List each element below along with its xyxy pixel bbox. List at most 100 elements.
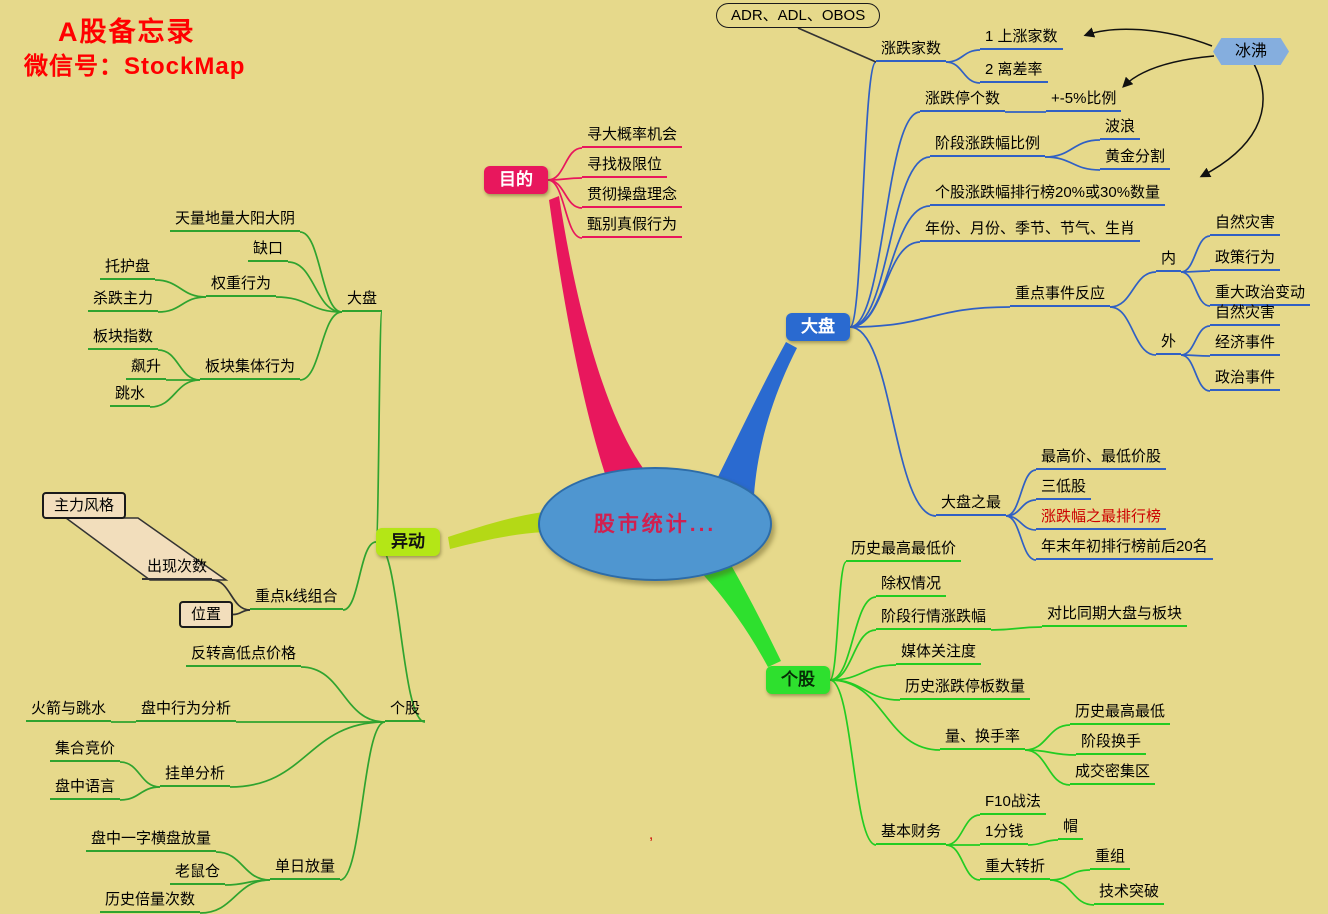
node-danri-fangliang[interactable]: 单日放量 xyxy=(270,856,341,880)
edge-jieduan-hangqing--duibi-tongqi xyxy=(990,626,1043,631)
node-chuquan[interactable]: 除权情况 xyxy=(876,573,947,597)
node-meiti[interactable]: 媒体关注度 xyxy=(896,641,982,665)
node-panzhong-yuyan[interactable]: 盘中语言 xyxy=(50,776,121,800)
node-xun-dagailv[interactable]: 寻大概率机会 xyxy=(582,124,683,148)
node-kxian-zuhe[interactable]: 重点k线组合 xyxy=(250,586,343,610)
node-quanzhong-xingwei[interactable]: 权重行为 xyxy=(206,273,277,297)
node-f10-zhanfa[interactable]: F10战法 xyxy=(980,791,1046,815)
node-topic-mudi[interactable]: 目的 xyxy=(484,166,548,194)
edge-guadan-fenxi--panzhong-yuyan xyxy=(119,786,161,801)
node-wai-zaihai[interactable]: 自然灾害 xyxy=(1210,302,1281,326)
node-guanche-caopan[interactable]: 贯彻操盘理念 xyxy=(582,184,683,208)
node-zhangdie-jiashu[interactable]: 涨跌家数 xyxy=(876,38,947,62)
node-chongzu[interactable]: 重组 xyxy=(1090,846,1131,870)
node-zdf-zhizui[interactable]: 涨跌幅之最排行榜 xyxy=(1036,506,1167,530)
edge-topic-dapan--shijian-fanying xyxy=(849,306,1011,328)
node-jieduan-hangqing[interactable]: 阶段行情涨跌幅 xyxy=(876,606,992,630)
node-mao[interactable]: 帽 xyxy=(1058,816,1084,840)
node-huojian-tiaoshui[interactable]: 火箭与跳水 xyxy=(26,698,112,722)
node-biaosheng[interactable]: 飙升 xyxy=(126,356,167,380)
node-chuxian-cishu[interactable]: 出现次数 xyxy=(142,556,213,580)
node-topic-dapan[interactable]: 大盘 xyxy=(786,313,850,341)
edge-adr-box--zhangdie-jiashu xyxy=(797,27,877,63)
edge-shijian-fanying--nei xyxy=(1109,271,1157,308)
edge-nei--nei-zaihai xyxy=(1180,235,1211,273)
node-chengjiao-miji[interactable]: 成交密集区 xyxy=(1070,761,1156,785)
edge-quanzhong-xingwei--tuohupan xyxy=(154,279,207,298)
node-fanzhuan[interactable]: 反转高低点价格 xyxy=(186,643,302,667)
edge-guadan-fenxi--jihe-jingjia xyxy=(119,761,161,788)
node-panzhong-xingwei[interactable]: 盘中行为分析 xyxy=(136,698,237,722)
node-laoshucang[interactable]: 老鼠仓 xyxy=(170,861,226,885)
edge-topic-mudi--zhenbie-zhenjia xyxy=(547,179,583,239)
node-bolang[interactable]: 波浪 xyxy=(1100,116,1141,140)
node-wai[interactable]: 外 xyxy=(1156,331,1182,355)
node-shadie-zhuli[interactable]: 杀跌主力 xyxy=(88,288,159,312)
node-lishi-gaodi-jia[interactable]: 历史最高最低价 xyxy=(846,538,962,562)
node-sandigu[interactable]: 三低股 xyxy=(1036,476,1092,500)
node-nei-zhengzhi[interactable]: 重大政治变动 xyxy=(1210,282,1311,306)
edge-topic-gegu--jiben-caiwu xyxy=(829,679,877,846)
node-topic-gegu[interactable]: 个股 xyxy=(766,666,830,694)
edge-bankuai-jiti--tiaoshui xyxy=(149,379,201,408)
node-liang-huanshou[interactable]: 量、换手率 xyxy=(940,726,1026,750)
node-tianliang[interactable]: 天量地量大阳大阴 xyxy=(170,208,301,232)
edge-yifenqian--mao xyxy=(1027,839,1059,846)
node-yifenqian[interactable]: 1分钱 xyxy=(980,821,1029,845)
node-yizi-hengpan[interactable]: 盘中一字横盘放量 xyxy=(86,828,217,852)
node-paihangbang[interactable]: 个股涨跌幅排行榜20%或30%数量 xyxy=(930,182,1166,206)
node-zhangdieting-geshu[interactable]: 涨跌停个数 xyxy=(920,88,1006,112)
node-quekou[interactable]: 缺口 xyxy=(248,238,289,262)
node-topic-yidong[interactable]: 异动 xyxy=(376,528,440,556)
node-yd-dapan[interactable]: 大盘 xyxy=(342,288,383,312)
node-nei-zhengce[interactable]: 政策行为 xyxy=(1210,247,1281,271)
node-weizhi[interactable]: 位置 xyxy=(179,601,234,628)
node-tiaoshui[interactable]: 跳水 xyxy=(110,383,151,407)
node-shangzhang-jiashu[interactable]: 1 上涨家数 xyxy=(980,26,1063,50)
node-adr-box[interactable]: ADR、ADL、OBOS xyxy=(716,3,881,28)
node-bankuai-zhishu[interactable]: 板块指数 xyxy=(88,326,159,350)
node-jieduan-zdf-bili[interactable]: 阶段涨跌幅比例 xyxy=(930,133,1046,157)
edge-liang-huanshou--chengjiao-miji xyxy=(1024,749,1071,786)
node-nei-zaihai[interactable]: 自然灾害 xyxy=(1210,212,1281,236)
node-wai-jingji[interactable]: 经济事件 xyxy=(1210,332,1281,356)
edge-topic-gegu--chuquan xyxy=(829,596,877,681)
node-wufenbi-bili[interactable]: +-5%比例 xyxy=(1046,88,1122,112)
node-zhenbie-zhenjia[interactable]: 甄别真假行为 xyxy=(582,214,683,238)
node-guadan-fenxi[interactable]: 挂单分析 xyxy=(160,763,231,787)
bingfei-arrow-1 xyxy=(1083,27,1213,47)
node-bingfei[interactable]: 冰沸 xyxy=(1213,38,1290,65)
node-dapan-zhizui[interactable]: 大盘之最 xyxy=(936,492,1007,516)
node-zuigao-zuidi[interactable]: 最高价、最低价股 xyxy=(1036,446,1167,470)
node-nei[interactable]: 内 xyxy=(1156,248,1182,272)
branch-dapan xyxy=(716,342,797,495)
edge-topic-dapan--nianfen xyxy=(849,241,921,328)
node-zhongda-zhuanzhe[interactable]: 重大转折 xyxy=(980,856,1051,880)
node-xunzhao-jixianwei[interactable]: 寻找极限位 xyxy=(582,154,668,178)
node-jihe-jingjia[interactable]: 集合竞价 xyxy=(50,738,121,762)
node-jiben-caiwu[interactable]: 基本财务 xyxy=(876,821,947,845)
node-bankuai-jiti[interactable]: 板块集体行为 xyxy=(200,356,301,380)
node-licha-lv[interactable]: 2 离差率 xyxy=(980,59,1048,83)
node-wai-zhengzhi[interactable]: 政治事件 xyxy=(1210,367,1281,391)
edge-jiben-caiwu--f10-zhanfa xyxy=(945,814,981,846)
node-zhuli-fengge[interactable]: 主力风格 xyxy=(42,492,127,519)
node-jishu-tupo[interactable]: 技术突破 xyxy=(1094,881,1165,905)
node-jieduan-huanshou[interactable]: 阶段换手 xyxy=(1076,731,1147,755)
node-nianmo-paihang[interactable]: 年末年初排行榜前后20名 xyxy=(1036,536,1213,560)
node-huangjin-fenge[interactable]: 黄金分割 xyxy=(1100,146,1171,170)
edge-topic-dapan--zhangdie-jiashu xyxy=(849,61,877,328)
edge-topic-mudi--xun-dagailv xyxy=(547,147,583,181)
node-lh-gaodi[interactable]: 历史最高最低 xyxy=(1070,701,1171,725)
node-nianfen[interactable]: 年份、月份、季节、节气、生肖 xyxy=(920,218,1141,242)
node-yd-gegu[interactable]: 个股 xyxy=(385,698,426,722)
node-tuohupan[interactable]: 托护盘 xyxy=(100,256,156,280)
node-center[interactable]: 股市统计... xyxy=(538,467,772,581)
edge-topic-dapan--dapan-zhizui xyxy=(849,326,937,517)
node-lishi-beiliang[interactable]: 历史倍量次数 xyxy=(100,889,201,913)
node-lishi-zdt-ban[interactable]: 历史涨跌停板数量 xyxy=(900,676,1031,700)
edge-yd-gegu--danri-fangliang xyxy=(339,721,386,881)
node-duibi-tongqi[interactable]: 对比同期大盘与板块 xyxy=(1042,603,1188,627)
node-shijian-fanying[interactable]: 重点事件反应 xyxy=(1010,283,1111,307)
